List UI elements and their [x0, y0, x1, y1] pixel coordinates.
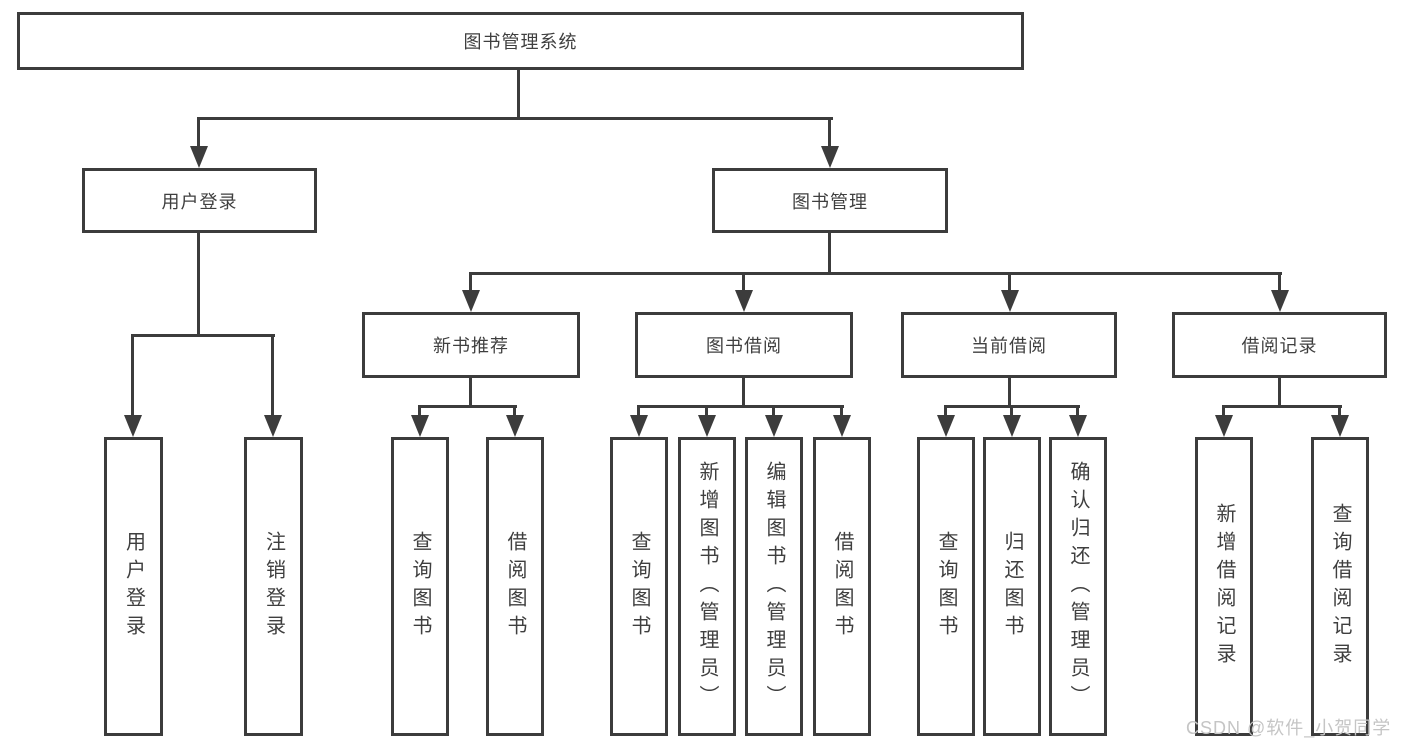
- node-borrow-records: 借阅记录: [1172, 312, 1387, 378]
- connector-line: [1278, 272, 1281, 293]
- arrow-down-icon: [1003, 415, 1021, 437]
- leaf-return-book: 归还图书: [983, 437, 1041, 736]
- connector-line: [197, 117, 833, 120]
- connector-line: [840, 405, 843, 418]
- leaf-label: 编辑图书（管理员）: [763, 460, 785, 713]
- node-label: 图书管理: [792, 191, 868, 212]
- connector-line: [705, 405, 708, 418]
- leaf-label: 归还图书: [1001, 530, 1023, 643]
- leaf-add-book-admin: 新增图书（管理员）: [678, 437, 736, 736]
- leaf-label: 查询图书: [935, 530, 957, 643]
- arrow-down-icon: [698, 415, 716, 437]
- arrow-down-icon: [1001, 290, 1019, 312]
- connector-line: [418, 405, 517, 408]
- connector-line: [271, 334, 274, 418]
- node-label: 新书推荐: [433, 336, 509, 356]
- connector-line: [197, 117, 200, 150]
- node-new-book-recommend: 新书推荐: [362, 312, 580, 378]
- leaf-confirm-return-admin: 确认归还（管理员）: [1049, 437, 1107, 736]
- leaf-label: 借阅图书: [504, 530, 526, 643]
- arrow-down-icon: [833, 415, 851, 437]
- connector-line: [1222, 405, 1342, 408]
- connector-line: [469, 378, 472, 407]
- connector-line: [517, 70, 520, 119]
- connector-line: [772, 405, 775, 418]
- leaf-label: 查询借阅记录: [1329, 502, 1351, 671]
- node-user-login: 用户登录: [82, 168, 317, 233]
- arrow-down-icon: [821, 146, 839, 168]
- arrow-down-icon: [1271, 290, 1289, 312]
- arrow-down-icon: [462, 290, 480, 312]
- arrow-down-icon: [506, 415, 524, 437]
- leaf-label: 借阅图书: [831, 530, 853, 643]
- leaf-edit-book-admin: 编辑图书（管理员）: [745, 437, 803, 736]
- leaf-user-login: 用户登录: [104, 437, 163, 736]
- leaf-label: 确认归还（管理员）: [1067, 460, 1089, 713]
- arrow-down-icon: [937, 415, 955, 437]
- connector-line: [637, 405, 640, 418]
- connector-line: [944, 405, 947, 418]
- leaf-query-books-current: 查询图书: [917, 437, 975, 736]
- connector-line: [828, 233, 831, 274]
- connector-line: [1008, 272, 1011, 293]
- connector-line: [637, 405, 844, 408]
- leaf-query-books-recommend: 查询图书: [391, 437, 449, 736]
- leaf-label: 用户登录: [122, 530, 145, 643]
- connector-line: [131, 334, 275, 337]
- node-current-borrow: 当前借阅: [901, 312, 1117, 378]
- arrow-down-icon: [124, 415, 142, 437]
- leaf-label: 新增借阅记录: [1213, 502, 1235, 671]
- leaf-borrow-books: 借阅图书: [813, 437, 871, 736]
- arrow-down-icon: [630, 415, 648, 437]
- arrow-down-icon: [190, 146, 208, 168]
- leaf-borrow-books-recommend: 借阅图书: [486, 437, 544, 736]
- connector-line: [1010, 405, 1013, 418]
- connector-line: [1222, 405, 1225, 418]
- node-label: 当前借阅: [971, 336, 1047, 356]
- node-book-management: 图书管理: [712, 168, 948, 233]
- leaf-label: 查询图书: [409, 530, 431, 643]
- connector-line: [742, 378, 745, 407]
- arrow-down-icon: [264, 415, 282, 437]
- connector-line: [197, 233, 200, 337]
- connector-line: [418, 405, 421, 418]
- connector-line: [469, 272, 1282, 275]
- node-label: 用户登录: [161, 191, 238, 212]
- leaf-query-books-borrow: 查询图书: [610, 437, 668, 736]
- node-label: 借阅记录: [1241, 336, 1318, 356]
- connector-line: [1278, 378, 1281, 407]
- connector-line: [1008, 378, 1011, 407]
- connector-line: [1076, 405, 1079, 418]
- node-book-borrow: 图书借阅: [635, 312, 853, 378]
- node-library-system: 图书管理系统: [17, 12, 1024, 70]
- leaf-logout: 注销登录: [244, 437, 303, 736]
- connector-line: [513, 405, 516, 418]
- arrow-down-icon: [1331, 415, 1349, 437]
- leaf-add-borrow-record: 新增借阅记录: [1195, 437, 1253, 736]
- node-label: 图书管理系统: [463, 32, 578, 52]
- leaf-label: 注销登录: [262, 530, 285, 643]
- leaf-label: 新增图书（管理员）: [696, 460, 718, 713]
- connector-line: [469, 272, 472, 293]
- leaf-label: 查询图书: [628, 530, 650, 643]
- arrow-down-icon: [1215, 415, 1233, 437]
- leaf-query-borrow-record: 查询借阅记录: [1311, 437, 1369, 736]
- arrow-down-icon: [1069, 415, 1087, 437]
- connector-line: [742, 272, 745, 293]
- connector-line: [1338, 405, 1341, 418]
- arrow-down-icon: [765, 415, 783, 437]
- watermark-text: CSDN @软件_小贺同学: [1186, 718, 1392, 738]
- arrow-down-icon: [411, 415, 429, 437]
- node-label: 图书借阅: [706, 336, 782, 356]
- connector-line: [131, 334, 134, 418]
- arrow-down-icon: [735, 290, 753, 312]
- connector-line: [828, 117, 831, 150]
